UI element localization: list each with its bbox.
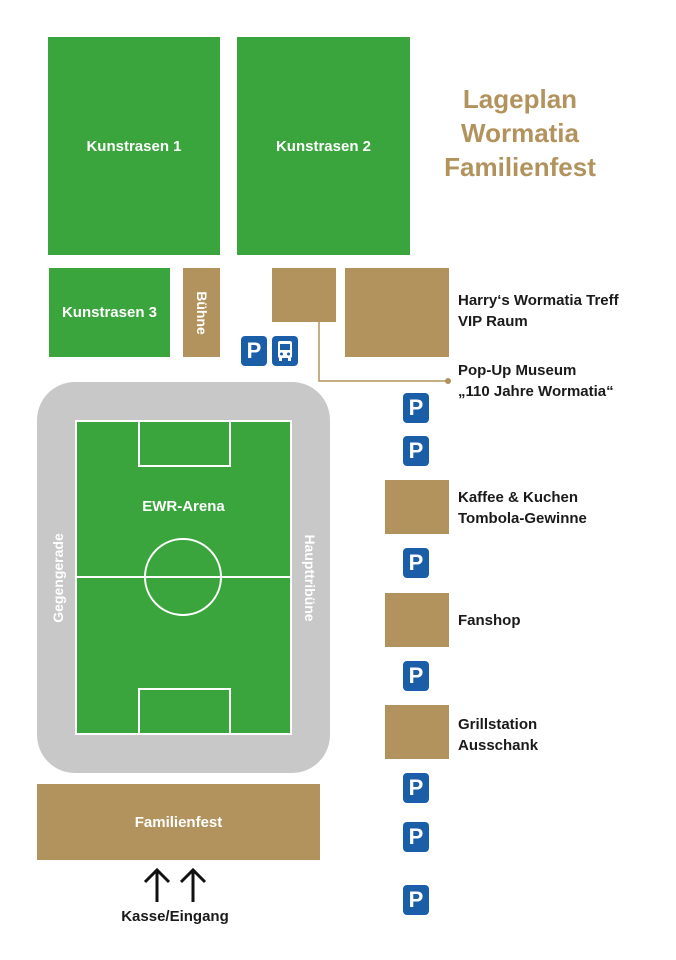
- entrance-label: Kasse/Eingang: [121, 908, 229, 925]
- stage-building: Bühne: [183, 268, 220, 357]
- parking-icon: P: [403, 661, 429, 691]
- kaffee-label: Kaffee & Kuchen Tombola-Gewinne: [458, 487, 587, 529]
- parking-icon: P: [403, 773, 429, 803]
- pitch-markings: [75, 420, 292, 735]
- parking-icon: P: [403, 822, 429, 852]
- kunstrasen-2-label: Kunstrasen 2: [275, 137, 372, 155]
- arrow-up-icon: [143, 867, 171, 902]
- familienfest-label: Familienfest: [134, 813, 223, 831]
- grill-label: Grillstation Ausschank: [458, 714, 538, 756]
- parking-icon: P: [403, 885, 429, 915]
- parking-icon: P: [403, 436, 429, 466]
- vip-label-line-2: VIP Raum: [458, 313, 528, 330]
- museum-label-line-2: „110 Jahre Wormatia“: [458, 383, 614, 400]
- fanshop-label: Fanshop: [458, 612, 521, 629]
- right-stand-label: Haupttribüne: [302, 534, 318, 622]
- title-line-3: Familienfest: [444, 152, 596, 182]
- title-line-2: Wormatia: [461, 118, 579, 148]
- museum-label: Pop-Up Museum „110 Jahre Wormatia“: [458, 360, 614, 402]
- map-title: Lageplan Wormatia Familienfest: [420, 82, 620, 184]
- stadium-pitch: [75, 420, 292, 735]
- vip-label-line-1: Harry‘s Wormatia Treff: [458, 292, 619, 309]
- arrow-up-icon: [179, 867, 207, 902]
- grill-building: [385, 705, 449, 759]
- kaffee-label-line-2: Tombola-Gewinne: [458, 510, 587, 527]
- fanshop-building: [385, 593, 449, 647]
- familienfest-area: Familienfest: [37, 784, 320, 860]
- parking-icon: P: [403, 548, 429, 578]
- bus-icon: [272, 336, 298, 366]
- parking-icon: P: [241, 336, 267, 366]
- museum-building: [272, 268, 336, 322]
- kunstrasen-1-field: Kunstrasen 1: [48, 37, 220, 255]
- title-line-1: Lageplan: [462, 84, 578, 114]
- kaffee-building: [385, 480, 449, 534]
- museum-label-line-1: Pop-Up Museum: [458, 362, 577, 379]
- kunstrasen-3-field: Kunstrasen 3: [49, 268, 170, 357]
- bus-icon-shape: [278, 341, 292, 361]
- kaffee-label-line-1: Kaffee & Kuchen: [458, 489, 579, 506]
- grill-label-line-1: Grillstation: [458, 716, 538, 733]
- kunstrasen-3-label: Kunstrasen 3: [61, 304, 158, 321]
- kunstrasen-2-field: Kunstrasen 2: [237, 37, 410, 255]
- parking-icon: P: [403, 393, 429, 423]
- vip-label: Harry‘s Wormatia Treff VIP Raum: [458, 290, 619, 332]
- vip-building: [345, 268, 449, 357]
- stadium-name-label: EWR-Arena: [142, 498, 225, 515]
- grill-label-line-2: Ausschank: [458, 737, 539, 754]
- left-stand-label: Gegengerade: [50, 533, 66, 623]
- kunstrasen-1-label: Kunstrasen 1: [86, 137, 182, 155]
